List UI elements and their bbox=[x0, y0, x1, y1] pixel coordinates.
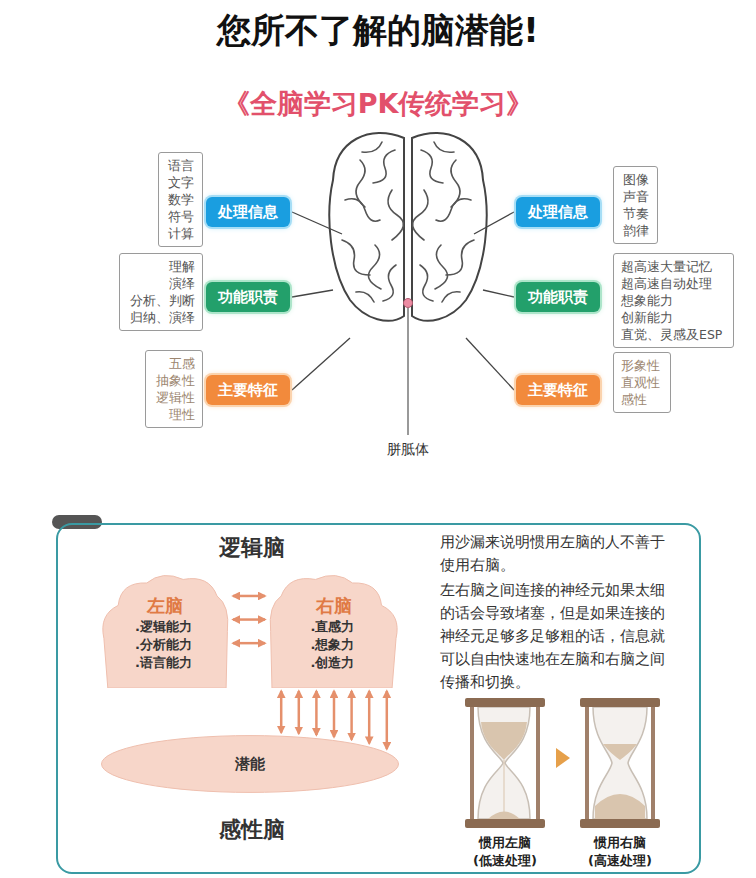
connector-arrow bbox=[233, 595, 265, 598]
connector-arrow bbox=[233, 618, 265, 621]
connector-arrow bbox=[298, 691, 301, 734]
list-text: 理解 演绎 分析、判断 归纳、演绎 bbox=[127, 258, 195, 326]
ellipse-fill bbox=[102, 736, 399, 793]
connector-arrow bbox=[233, 642, 265, 645]
label: 《全脑学习PK传统学习》 bbox=[223, 86, 534, 122]
hourglass-fast bbox=[580, 698, 660, 828]
brain-illustration bbox=[329, 133, 486, 435]
panel-heading: 感性脑 bbox=[219, 815, 285, 845]
list-box: 超高速大量记忆 超高速自动处理 想象能力 创新能力 直觉、灵感及ESP bbox=[613, 253, 734, 348]
tag-text: 主要特征 bbox=[218, 380, 278, 400]
hemisphere-fill bbox=[103, 575, 228, 688]
list-box: 图像 声音 节奏 韵律 bbox=[613, 166, 658, 244]
category-tag: 功能职责 bbox=[516, 282, 600, 312]
panel-tab bbox=[52, 515, 102, 529]
connector-arrow bbox=[350, 691, 353, 740]
connector-arrow bbox=[315, 691, 318, 735]
note-text: 用沙漏来说明惯用左脑的人不善于使用右脑。 bbox=[440, 531, 667, 577]
connector-arrow bbox=[386, 691, 389, 749]
list-box: 形象性 直观性 感性 bbox=[613, 352, 671, 413]
hemisphere-name: 左脑 bbox=[147, 594, 183, 618]
connector-arrow bbox=[280, 691, 283, 733]
hemisphere-fill bbox=[270, 575, 397, 688]
list-box: 五感 抽象性 逻辑性 理性 bbox=[145, 350, 203, 428]
potential-ellipse: 潜能 bbox=[100, 735, 400, 793]
panel-heading: 逻辑脑 bbox=[219, 533, 285, 563]
tag-text: 功能职责 bbox=[218, 287, 278, 307]
connector-arrow bbox=[333, 691, 336, 737]
tag-text: 功能职责 bbox=[528, 287, 588, 307]
list-text: 语言 文字 数学 符号 计算 bbox=[166, 157, 195, 242]
connector bbox=[233, 596, 265, 643]
category-tag: 处理信息 bbox=[206, 197, 290, 227]
title: 您所不了解的脑潜能! bbox=[217, 8, 539, 54]
hemisphere-shape: 左脑.逻辑能力 .分析能力 .语言能力 bbox=[100, 570, 230, 688]
connector-arrow bbox=[368, 691, 371, 743]
category-tag: 处理信息 bbox=[516, 197, 600, 227]
category-tag: 主要特征 bbox=[516, 375, 600, 405]
leader-lines bbox=[292, 212, 514, 390]
tag-text: 主要特征 bbox=[528, 380, 588, 400]
tag-text: 处理信息 bbox=[218, 202, 278, 222]
list-text: 图像 声音 节奏 韵律 bbox=[621, 171, 650, 239]
category-tag: 主要特征 bbox=[206, 375, 290, 405]
list-text: 超高速大量记忆 超高速自动处理 想象能力 创新能力 直觉、灵感及ESP bbox=[621, 258, 726, 343]
label: 胼胝体 bbox=[387, 440, 429, 459]
hemisphere-name: 右脑 bbox=[316, 594, 352, 618]
note-text: 左右脑之间连接的神经元如果太细的话会导致堵塞，但是如果连接的神经元足够多足够粗的… bbox=[440, 579, 667, 694]
list-text: 形象性 直观性 感性 bbox=[621, 357, 663, 408]
arrow-symbol bbox=[556, 748, 570, 768]
label: 惯用右脑 (高速处理) bbox=[587, 834, 654, 869]
category-tag: 功能职责 bbox=[206, 282, 290, 312]
hourglass-slow bbox=[465, 698, 545, 828]
ability-list: .直感力 .想象力 .创造力 bbox=[311, 618, 358, 672]
list-box: 语言 文字 数学 符号 计算 bbox=[158, 152, 203, 247]
panel: 逻辑脑 用沙漏来说明惯用左脑的人不善于使用右脑。左右脑之间连接的神经元如果太细的话… bbox=[56, 523, 701, 874]
list-box: 理解 演绎 分析、判断 归纳、演绎 bbox=[119, 253, 203, 331]
label: 惯用左脑 (低速处理) bbox=[472, 834, 539, 869]
list-text: 五感 抽象性 逻辑性 理性 bbox=[153, 355, 195, 423]
tag-text: 处理信息 bbox=[528, 202, 588, 222]
ability-list: .逻辑能力 .分析能力 .语言能力 bbox=[135, 618, 195, 672]
ellipse-text: 潜能 bbox=[235, 755, 265, 774]
hemisphere-shape: 右脑.直感力 .想象力 .创造力 bbox=[268, 570, 400, 688]
